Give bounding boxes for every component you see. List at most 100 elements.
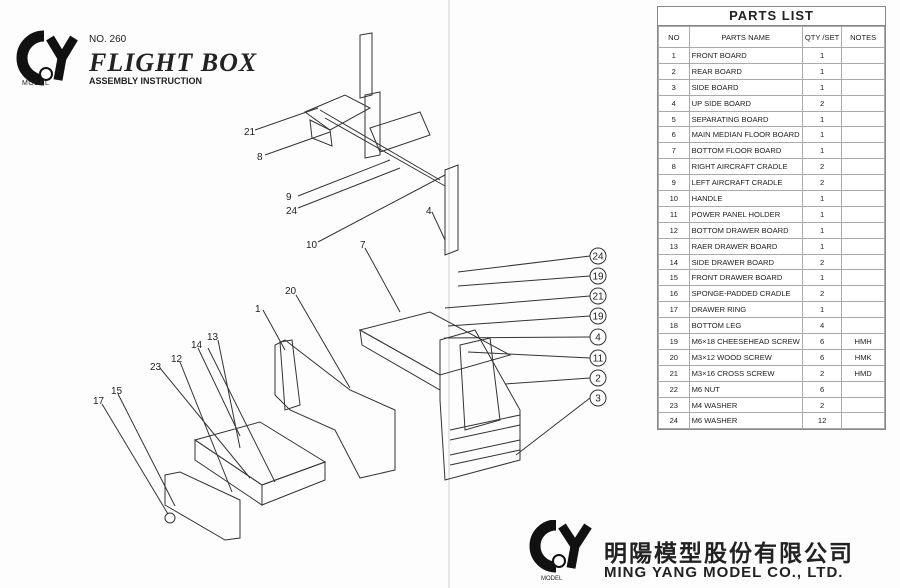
part-name-cell: SPONGE-PADDED CRADLE xyxy=(688,285,803,303)
part-name-cell: DRAWER RING xyxy=(688,301,803,319)
part-number-cell: 13 xyxy=(658,237,690,255)
part-notes-cell: HMD xyxy=(841,364,885,382)
part-number-cell: 22 xyxy=(658,380,690,398)
callout-label: 21 xyxy=(244,127,256,138)
front-board-edge xyxy=(279,339,301,411)
cradle-separator xyxy=(364,91,381,159)
cradle-upright xyxy=(359,32,373,99)
drawer-ring-icon xyxy=(164,512,176,524)
callout-label: 3 xyxy=(595,394,601,405)
part-number-cell: 17 xyxy=(658,301,690,319)
circled-callout: 19 xyxy=(589,267,607,285)
callout-label: 4 xyxy=(426,206,432,217)
callout-label: 13 xyxy=(207,332,219,343)
floor-front-edge xyxy=(359,329,441,391)
callout-label: 17 xyxy=(93,396,105,407)
right-aircraft-cradle-part xyxy=(303,94,372,131)
part-qty-cell: 2 xyxy=(801,285,843,303)
callout-label: 1 xyxy=(255,304,261,315)
part-number-cell: 6 xyxy=(658,126,690,144)
callout-label: 19 xyxy=(592,312,604,323)
part-notes-cell xyxy=(841,110,885,128)
callout-label: 10 xyxy=(306,240,318,251)
callout-label: 21 xyxy=(592,292,604,303)
circled-callout: 24 xyxy=(589,247,607,265)
handle-board xyxy=(444,164,459,256)
part-notes-cell xyxy=(841,253,885,271)
company-name-english: MING YANG MODEL CO., LTD. xyxy=(604,564,844,581)
rear-drawer-board-part xyxy=(261,461,326,506)
brand-model-label: MODEL xyxy=(541,576,563,582)
part-qty-cell: 1 xyxy=(801,62,843,80)
part-qty-cell: 1 xyxy=(801,47,843,64)
part-notes-cell xyxy=(841,221,885,239)
parts-list-title: PARTS LIST xyxy=(658,7,885,26)
document-number: NO. 260 xyxy=(89,34,127,45)
part-number-cell: 12 xyxy=(658,221,690,239)
part-notes-cell xyxy=(841,317,885,335)
callout-label: 23 xyxy=(150,362,162,373)
part-number-cell: 7 xyxy=(658,142,690,160)
part-notes-cell xyxy=(841,174,885,192)
column-header-no: NO xyxy=(658,26,690,48)
part-notes-cell xyxy=(841,269,885,287)
part-qty-cell: 1 xyxy=(801,110,843,128)
part-notes-cell xyxy=(841,47,885,64)
logo-model-label: MODEL xyxy=(22,80,50,87)
part-number-cell: 18 xyxy=(658,317,690,335)
company-name-chinese: 明陽模型股份有限公司 xyxy=(604,540,854,566)
part-qty-cell: 12 xyxy=(801,412,843,430)
part-qty-cell: 1 xyxy=(801,142,843,160)
part-name-cell: RIGHT AIRCRAFT CRADLE xyxy=(688,158,803,176)
left-aircraft-cradle-part xyxy=(369,111,431,153)
part-number-cell: 8 xyxy=(658,158,690,176)
part-number-cell: 3 xyxy=(658,78,690,96)
part-number-cell: 16 xyxy=(658,285,690,303)
part-number-cell: 5 xyxy=(658,110,690,128)
exploded-assembly-diagram: 21 8 9 24 10 4 7 20 1 23 12 14 13 17 15 … xyxy=(93,32,607,541)
part-notes-cell xyxy=(841,380,885,398)
part-notes-cell xyxy=(841,396,885,414)
part-name-cell: FRONT DRAWER BOARD xyxy=(688,269,803,287)
callout-label: 8 xyxy=(257,152,263,163)
part-name-cell: M6×18 CHEESEHEAD SCREW xyxy=(688,333,803,350)
part-name-cell: FRONT BOARD xyxy=(688,47,803,64)
part-notes-cell xyxy=(841,285,885,303)
part-qty-cell: 1 xyxy=(801,78,843,96)
table-header-row: NO PARTS NAME QTY /SET NOTES xyxy=(658,26,885,48)
callout-label: 15 xyxy=(111,386,123,397)
part-notes-cell xyxy=(841,158,885,176)
part-name-cell: M3×12 WOOD SCREW xyxy=(688,348,803,366)
part-name-cell: REAR BOARD xyxy=(688,62,803,80)
page-title: FLIGHT BOX xyxy=(89,48,258,77)
part-name-cell: SIDE DRAWER BOARD xyxy=(688,253,803,271)
part-qty-cell: 1 xyxy=(801,269,843,287)
part-qty-cell: 1 xyxy=(801,301,843,319)
part-notes-cell xyxy=(841,78,885,96)
part-number-cell: 19 xyxy=(658,333,690,350)
callout-label: 20 xyxy=(285,286,297,297)
callout-label: 9 xyxy=(286,192,292,203)
front-board-part xyxy=(274,339,396,479)
page-fold-line xyxy=(448,0,450,588)
part-name-cell: BOTTOM DRAWER BOARD xyxy=(688,221,803,239)
front-drawer-board-part xyxy=(164,471,241,541)
part-number-cell: 23 xyxy=(658,396,690,414)
part-name-cell: M3×16 CROSS SCREW xyxy=(688,364,803,382)
